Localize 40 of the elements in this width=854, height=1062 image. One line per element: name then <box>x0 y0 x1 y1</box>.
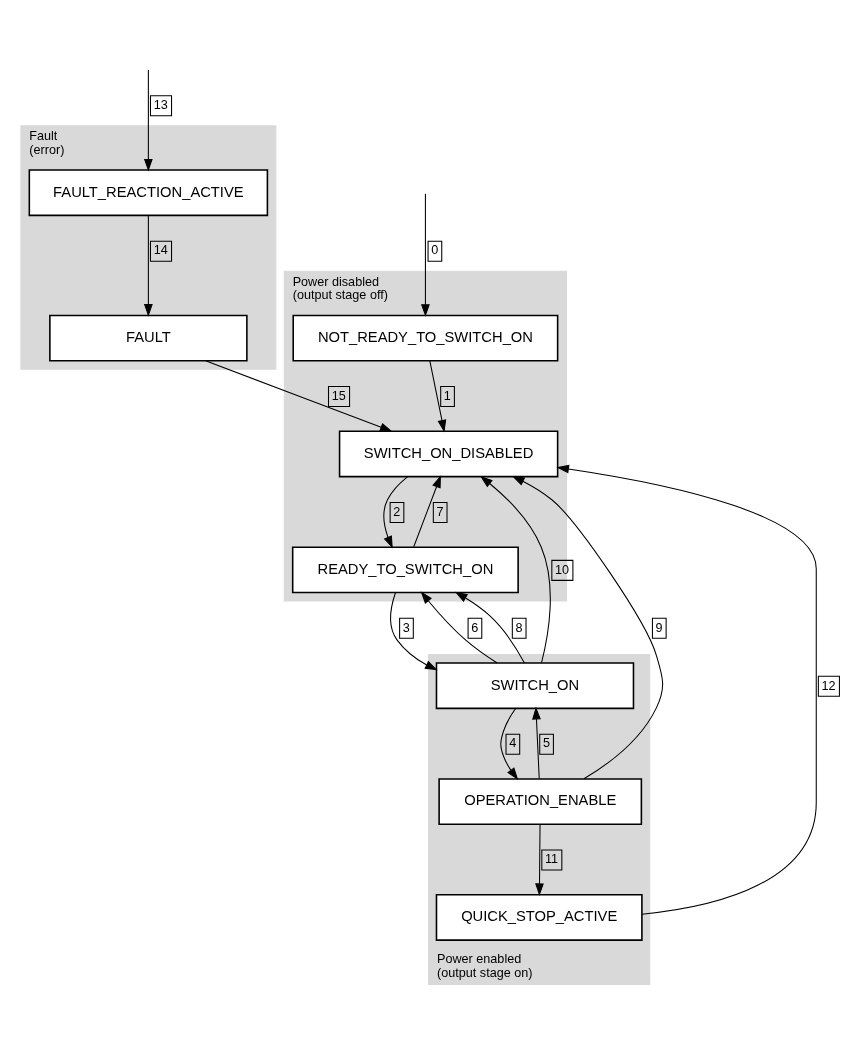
arrow <box>390 592 438 671</box>
node-box: SWITCH_ON <box>435 662 635 710</box>
arrow <box>511 475 664 780</box>
edge-label: 4 <box>509 736 517 751</box>
arrow <box>500 708 519 781</box>
edge-label: 9 <box>655 620 663 635</box>
node-box: QUICK_STOP_ACTIVE <box>435 894 643 941</box>
arrow <box>480 475 551 664</box>
edge-label: 8 <box>515 620 523 635</box>
edge-label: 2 <box>393 504 401 519</box>
node-box: NOT_READY_TO_SWITCH_ON <box>292 314 559 362</box>
edge-label: 15 <box>331 388 346 403</box>
arrow <box>420 591 498 664</box>
edge-label: 14 <box>153 243 168 258</box>
arrow <box>429 360 447 433</box>
node-box: SWITCH_ON_DISABLED <box>338 430 559 478</box>
node-box: FAULT_REACTION_ACTIVE <box>28 169 269 217</box>
node-box: OPERATION_ENABLE <box>438 778 643 826</box>
edge-label: 6 <box>471 620 479 635</box>
arrow <box>535 823 544 897</box>
arrow <box>143 215 153 317</box>
node-box: READY_TO_SWITCH_ON <box>291 546 519 594</box>
arrow <box>413 475 441 548</box>
arrow <box>205 360 393 432</box>
arrow <box>532 706 541 780</box>
arrow <box>454 591 525 664</box>
edge-label: 12 <box>821 678 836 693</box>
arrow <box>143 69 153 172</box>
edge-label: 13 <box>153 98 168 113</box>
edge-label: 3 <box>402 620 410 635</box>
edge-label: 10 <box>554 562 570 577</box>
node-box: FAULT <box>49 314 248 362</box>
edge-label: 0 <box>431 243 439 258</box>
arrow <box>556 464 817 915</box>
edge-label: 7 <box>436 504 444 519</box>
edge-label: 11 <box>544 852 559 867</box>
edge-label: 5 <box>542 736 550 751</box>
arrow <box>421 193 430 317</box>
edge-label: 1 <box>443 388 451 403</box>
arrow <box>383 476 408 549</box>
